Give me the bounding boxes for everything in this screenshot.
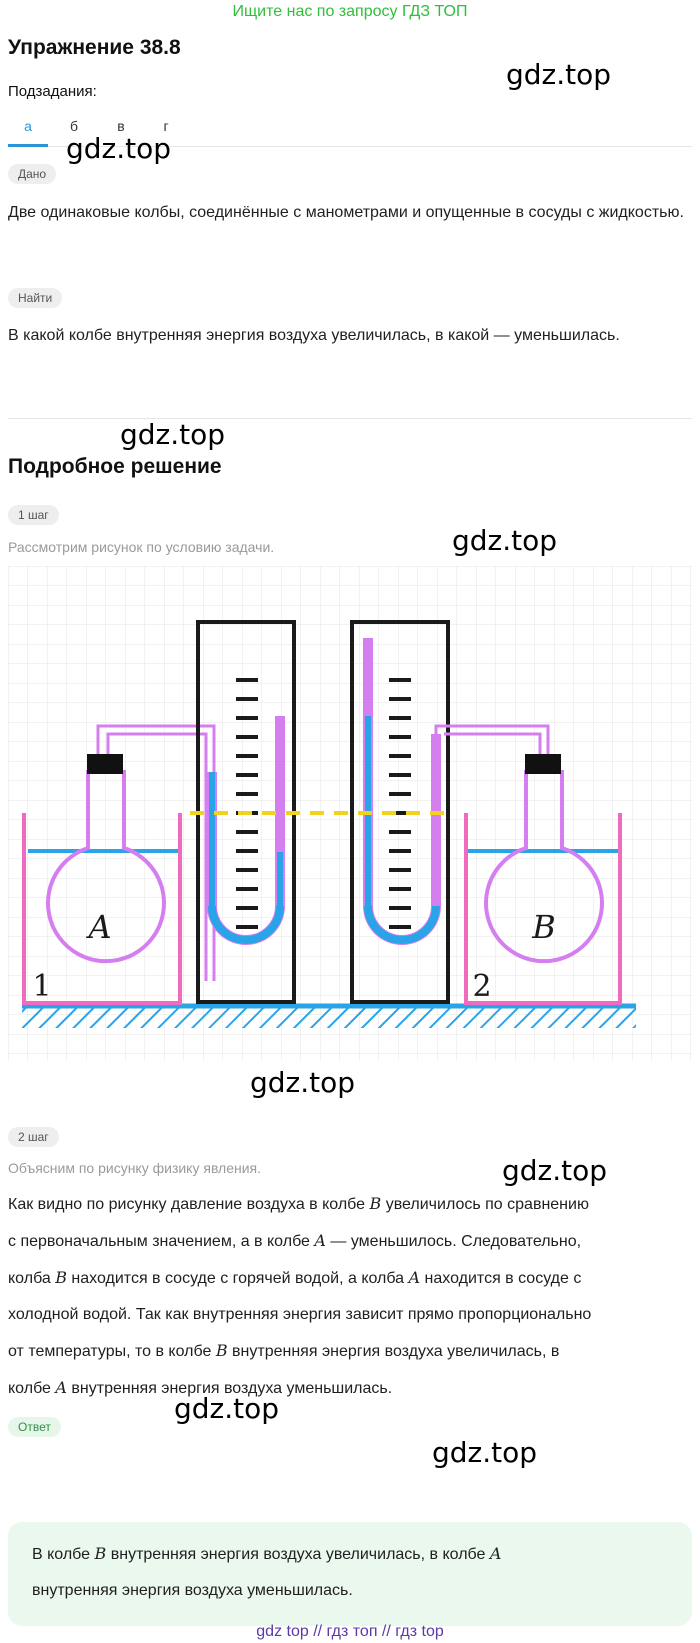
watermark: gdz.top bbox=[250, 1066, 356, 1099]
find-text: В какой колбе внутренняя энергия воздуха… bbox=[8, 327, 620, 344]
ground-hatch bbox=[22, 1006, 636, 1028]
step2-chip: 2 шаг bbox=[8, 1127, 59, 1147]
physics-figure: A B 1 2 bbox=[8, 566, 692, 1060]
watermark: gdz.top bbox=[502, 1154, 608, 1187]
flask-a-label: A bbox=[85, 908, 111, 946]
divider bbox=[8, 418, 692, 419]
vessel-1-label: 1 bbox=[32, 969, 51, 1004]
watermark: gdz.top bbox=[66, 132, 172, 165]
watermark: gdz.top bbox=[174, 1392, 280, 1425]
given-chip-wrap: Дано bbox=[8, 164, 57, 184]
vessel-2 bbox=[464, 813, 622, 1005]
watermark: gdz.top bbox=[506, 58, 612, 91]
step2-intro: Объясним по рисунку физику явления. bbox=[8, 1160, 262, 1176]
solution-title: Подробное решение bbox=[8, 455, 222, 478]
step2-chip-wrap: 2 шаг bbox=[8, 1127, 59, 1147]
watermark: gdz.top bbox=[120, 418, 226, 451]
footer-links[interactable]: gdz top // гдз топ // гдз top bbox=[256, 1623, 444, 1640]
step2-explanation: Как видно по рисунку давление воздуха в … bbox=[8, 1186, 692, 1407]
page-title: Упражнение 38.8 bbox=[8, 36, 181, 59]
answer-line: внутренняя энергия воздуха уменьшилась. bbox=[32, 1582, 353, 1599]
tube-b-inner bbox=[444, 732, 542, 754]
answer-line: В колбе B внутренняя энергия воздуха уве… bbox=[32, 1544, 502, 1563]
flask-b bbox=[484, 770, 604, 964]
watermark: gdz.top bbox=[432, 1436, 538, 1469]
step1-chip-wrap: 1 шаг bbox=[8, 505, 59, 525]
explanation-line: холодной водой. Так как внутренняя энерг… bbox=[8, 1306, 592, 1323]
explanation-line: с первоначальным значением, а в колбе A … bbox=[8, 1231, 582, 1250]
tab-v[interactable]: в bbox=[117, 118, 125, 134]
explanation-line: колба B находится в сосуде с горячей вод… bbox=[8, 1268, 582, 1287]
flask-b-label: B bbox=[531, 908, 556, 946]
flasks-manometers-diagram: A B 1 2 bbox=[8, 566, 692, 1060]
vessel-1 bbox=[22, 813, 182, 1005]
tab-g[interactable]: г bbox=[163, 118, 169, 134]
explanation-line: колбе A внутренняя энергия воздуха умень… bbox=[8, 1378, 393, 1397]
manometer-1-bottom bbox=[208, 905, 284, 944]
watermark: gdz.top bbox=[452, 524, 558, 557]
subtask-tabs: а б в г bbox=[8, 110, 692, 147]
manometer-2-bottom bbox=[364, 905, 440, 944]
tube-a-inner bbox=[106, 732, 208, 981]
manometer-2-frame bbox=[350, 620, 450, 1004]
flask-b-stopper bbox=[525, 754, 561, 774]
tube-b-outer bbox=[434, 724, 550, 754]
answer-chip-wrap: Ответ bbox=[8, 1417, 61, 1437]
vessel-2-label: 2 bbox=[472, 969, 491, 1004]
step1-chip: 1 шаг bbox=[8, 505, 59, 525]
tab-a[interactable]: а bbox=[24, 118, 32, 134]
find-chip-wrap: Найти bbox=[8, 288, 63, 308]
given-text: Две одинаковые колбы, соединённые с мано… bbox=[8, 204, 684, 221]
find-chip: Найти bbox=[8, 288, 63, 308]
answer-chip: Ответ bbox=[8, 1417, 61, 1437]
step1-text: Рассмотрим рисунок по условию задачи. bbox=[8, 539, 275, 555]
tab-b[interactable]: б bbox=[69, 118, 79, 134]
flask-a bbox=[46, 770, 166, 964]
answer-box: В колбе B внутренняя энергия воздуха уве… bbox=[8, 1522, 692, 1626]
answer-text: В колбе B внутренняя энергия воздуха уве… bbox=[32, 1536, 672, 1609]
subtasks-label: Подзадания: bbox=[8, 83, 97, 100]
explanation-line: от температуры, то в колбе B внутренняя … bbox=[8, 1341, 560, 1360]
given-chip: Дано bbox=[8, 164, 57, 184]
promo-banner[interactable]: Ищите нас по запросу ГДЗ ТОП bbox=[232, 3, 468, 20]
active-tab-indicator bbox=[8, 144, 48, 147]
explanation-line: Как видно по рисунку давление воздуха в … bbox=[8, 1194, 589, 1213]
flask-a-stopper bbox=[87, 754, 123, 774]
